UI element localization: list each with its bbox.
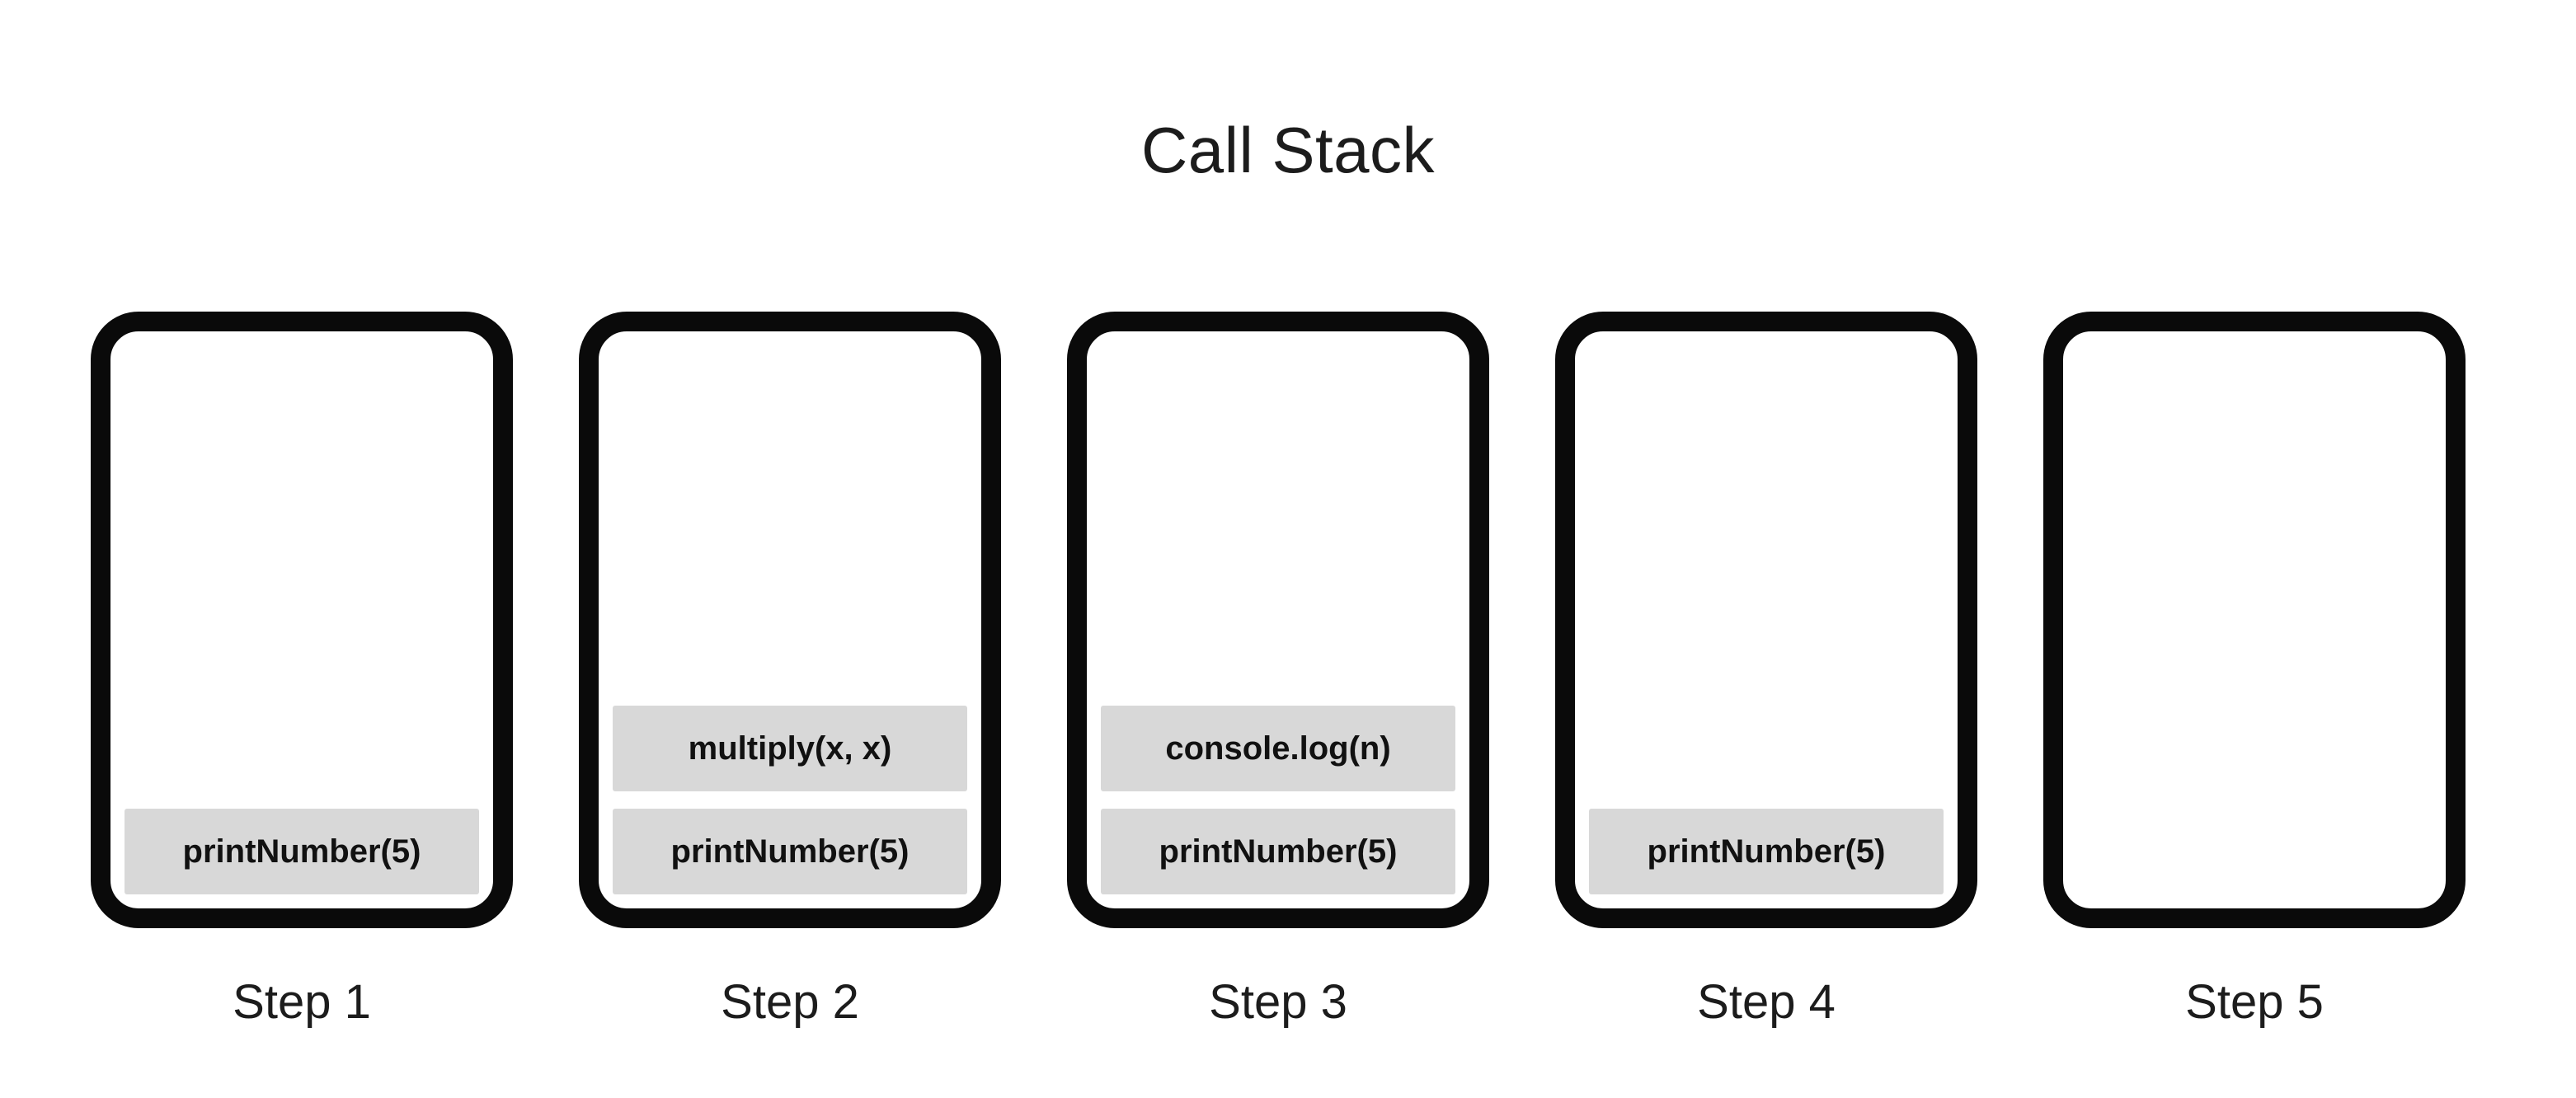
step-label: Step 3 bbox=[1209, 975, 1347, 1029]
call-stack-box: printNumber(5) bbox=[1555, 312, 1977, 928]
step-column: Step 5 bbox=[2043, 312, 2466, 1030]
step-label: Step 2 bbox=[721, 975, 859, 1029]
call-stack-box: console.log(n) printNumber(5) bbox=[1067, 312, 1489, 928]
step-column: console.log(n) printNumber(5) Step 3 bbox=[1067, 312, 1489, 1030]
call-stack-box: printNumber(5) bbox=[91, 312, 513, 928]
steps-row: printNumber(5) Step 1 multiply(x, x) printN… bbox=[91, 312, 2466, 1030]
stack-frame: printNumber(5) bbox=[613, 809, 967, 894]
step-column: printNumber(5) Step 1 bbox=[91, 312, 513, 1030]
stack-frame: printNumber(5) bbox=[125, 809, 479, 894]
step-label: Step 4 bbox=[1697, 975, 1836, 1029]
stack-frame: multiply(x, x) bbox=[613, 706, 967, 791]
diagram-title: Call Stack bbox=[1140, 114, 1436, 186]
step-column: multiply(x, x) printNumber(5) Step 2 bbox=[579, 312, 1001, 1030]
call-stack-box bbox=[2043, 312, 2466, 928]
step-label: Step 1 bbox=[233, 975, 371, 1029]
step-label: Step 5 bbox=[2185, 975, 2324, 1029]
call-stack-box: multiply(x, x) printNumber(5) bbox=[579, 312, 1001, 928]
step-column: printNumber(5) Step 4 bbox=[1555, 312, 1977, 1030]
stack-frame: printNumber(5) bbox=[1589, 809, 1944, 894]
stack-frame: printNumber(5) bbox=[1101, 809, 1455, 894]
stack-frame: console.log(n) bbox=[1101, 706, 1455, 791]
